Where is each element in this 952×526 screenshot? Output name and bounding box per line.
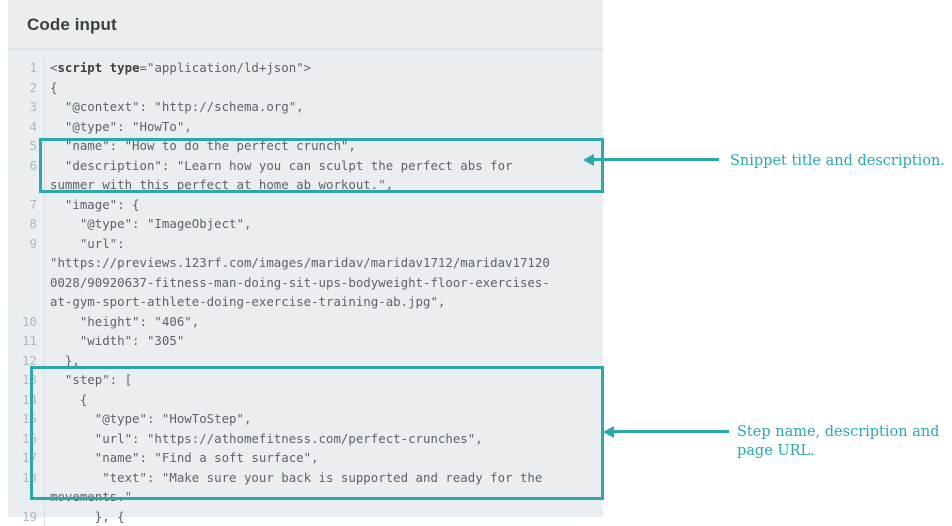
- line-number: 5: [8, 136, 45, 156]
- code-line: 7 "image": {: [8, 195, 603, 215]
- code-line: 2{: [8, 78, 603, 98]
- code-line-text: {: [45, 390, 87, 410]
- code-line-text: "@type": "HowTo",: [45, 117, 192, 137]
- code-line: 10 "height": "406",: [8, 312, 603, 332]
- code-line: 11 "width": "305": [8, 331, 603, 351]
- code-line-text: summer with this perfect at home ab work…: [45, 175, 393, 195]
- line-number: 10: [8, 312, 45, 332]
- code-line-text: 0028/90920637-fitness-man-doing-sit-ups-…: [45, 273, 550, 293]
- code-line-text: "name": "How to do the perfect crunch",: [45, 136, 356, 156]
- line-number: 3: [8, 97, 45, 117]
- line-number: 7: [8, 195, 45, 215]
- code-line: summer with this perfect at home ab work…: [8, 175, 603, 195]
- line-number: 12: [8, 351, 45, 371]
- code-line: 0028/90920637-fitness-man-doing-sit-ups-…: [8, 273, 603, 293]
- code-line: 8 "@type": "ImageObject",: [8, 214, 603, 234]
- code-line: movements.": [8, 487, 603, 507]
- line-number: 8: [8, 214, 45, 234]
- code-line-text: "https://previews.123rf.com/images/marid…: [45, 253, 550, 273]
- code-line-text: "step": [: [45, 370, 132, 390]
- code-line-text: <script type="application/ld+json">: [45, 58, 311, 78]
- code-line-text: "description": "Learn how you can sculpt…: [45, 156, 513, 176]
- code-line: 5 "name": "How to do the perfect crunch"…: [8, 136, 603, 156]
- line-number: [8, 487, 45, 507]
- code-line-text: }, {: [45, 507, 125, 526]
- page-title: Code input: [27, 15, 117, 34]
- code-line: 16 "url": "https://athomefitness.com/per…: [8, 429, 603, 449]
- code-line: 14 {: [8, 390, 603, 410]
- code-line: 19 }, {: [8, 507, 603, 526]
- line-number: 4: [8, 117, 45, 137]
- panel-header: Code input: [8, 0, 603, 50]
- code-line: 6 "description": "Learn how you can scul…: [8, 156, 603, 176]
- line-number: [8, 292, 45, 312]
- code-line-text: {: [45, 78, 57, 98]
- line-number: [8, 273, 45, 293]
- line-number: 19: [8, 507, 45, 526]
- line-number: [8, 253, 45, 273]
- annotation-arrowhead-icon-1: [583, 154, 594, 166]
- line-number: 1: [8, 58, 45, 78]
- code-line: 9 "url":: [8, 234, 603, 254]
- code-line: "https://previews.123rf.com/images/marid…: [8, 253, 603, 273]
- code-input-panel: Code input 1<script type="application/ld…: [8, 0, 603, 517]
- annotation-label-step: Step name, description and page URL.: [737, 423, 947, 461]
- code-line-text: "@context": "http://schema.org",: [45, 97, 304, 117]
- code-line: 13 "step": [: [8, 370, 603, 390]
- code-line: 17 "name": "Find a soft surface",: [8, 448, 603, 468]
- line-number: 15: [8, 409, 45, 429]
- code-line-text: "height": "406",: [45, 312, 199, 332]
- annotation-connector-line-2: [612, 430, 729, 433]
- line-number: 6: [8, 156, 45, 176]
- line-number: 13: [8, 370, 45, 390]
- code-line-text: },: [45, 351, 80, 371]
- code-line-text: "url":: [45, 234, 125, 254]
- code-line-text: "width": "305": [45, 331, 184, 351]
- code-line: at-gym-sport-athlete-doing-exercise-trai…: [8, 292, 603, 312]
- code-block[interactable]: 1<script type="application/ld+json">2{3 …: [8, 50, 603, 526]
- code-line-text: "image": {: [45, 195, 140, 215]
- code-line: 18 "text": "Make sure your back is suppo…: [8, 468, 603, 488]
- annotation-connector-line-1: [592, 158, 719, 161]
- code-line-text: movements.": [45, 487, 132, 507]
- code-line: 15 "@type": "HowToStep",: [8, 409, 603, 429]
- code-line: 1<script type="application/ld+json">: [8, 58, 603, 78]
- line-number: 18: [8, 468, 45, 488]
- line-number: [8, 175, 45, 195]
- line-number: 9: [8, 234, 45, 254]
- line-number: 2: [8, 78, 45, 98]
- code-line-text: at-gym-sport-athlete-doing-exercise-trai…: [45, 292, 445, 312]
- code-line-text: "@type": "ImageObject",: [45, 214, 251, 234]
- annotation-label-snippet-title: Snippet title and description.: [730, 152, 945, 171]
- code-line: 12 },: [8, 351, 603, 371]
- code-line-text: "name": "Find a soft surface",: [45, 448, 319, 468]
- code-line: 3 "@context": "http://schema.org",: [8, 97, 603, 117]
- code-line-text: "text": "Make sure your back is supporte…: [45, 468, 542, 488]
- annotation-arrowhead-icon-2: [603, 426, 614, 438]
- code-line-text: "url": "https://athomefitness.com/perfec…: [45, 429, 483, 449]
- code-line-text: "@type": "HowToStep",: [45, 409, 251, 429]
- code-line: 4 "@type": "HowTo",: [8, 117, 603, 137]
- line-number: 11: [8, 331, 45, 351]
- line-number: 16: [8, 429, 45, 449]
- line-number: 14: [8, 390, 45, 410]
- line-number: 17: [8, 448, 45, 468]
